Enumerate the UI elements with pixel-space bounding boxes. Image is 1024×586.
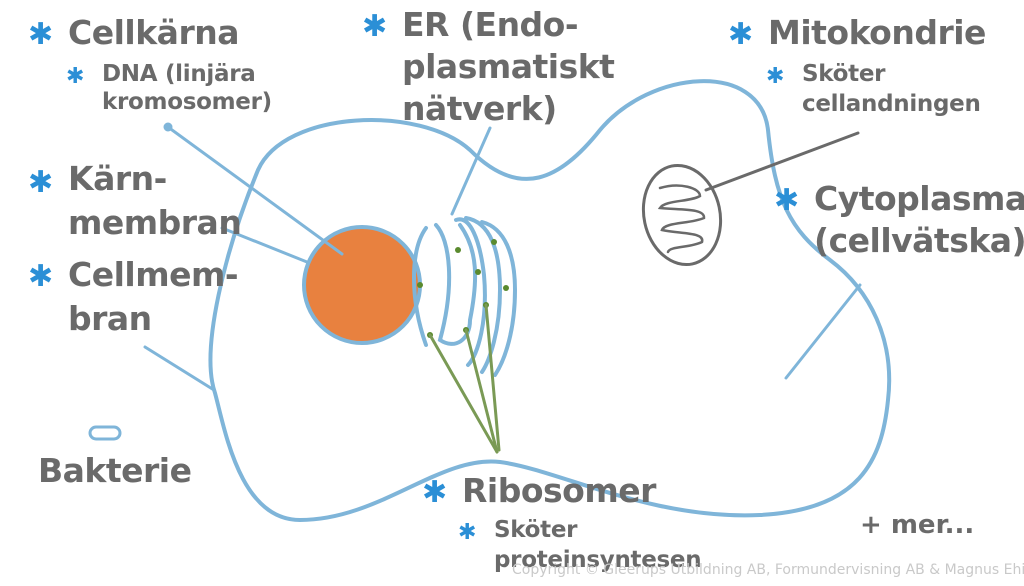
- nucleus-icon: [302, 225, 422, 345]
- asterisk-icon: ✱: [362, 9, 388, 44]
- ribosomer-title: Ribosomer: [462, 471, 656, 510]
- mitokondrie-sub-2: cellandningen: [802, 91, 981, 117]
- mitochondrion-pointer: [704, 131, 860, 192]
- mitokondrie-title: Mitokondrie: [768, 13, 986, 52]
- ribosomer-sub-1: Sköter: [494, 517, 578, 543]
- asterisk-icon: ✱: [28, 259, 54, 294]
- karnmembran-line-1: Kärn-: [68, 159, 167, 198]
- cellkarna-sub-1: DNA (linjära: [102, 61, 256, 87]
- copyright-text: Copyright © Gleerups Utbildning AB, Form…: [512, 562, 1024, 578]
- asterisk-icon: ✱: [66, 64, 85, 89]
- er-line-2: plasmatiskt: [402, 47, 615, 86]
- er-icon: [412, 216, 518, 377]
- label-pointers: [143, 122, 862, 392]
- asterisk-icon: ✱: [458, 520, 477, 545]
- cellkarna-title: Cellkärna: [68, 13, 239, 52]
- asterisk-icon: ✱: [766, 64, 785, 89]
- more-label: + mer...: [860, 510, 975, 540]
- cellmembran-line-1: Cellmem-: [68, 255, 239, 294]
- cytoplasma-line-1: Cytoplasma: [814, 179, 1024, 218]
- bacterium-icon: [88, 425, 122, 441]
- asterisk-icon: ✱: [28, 165, 54, 200]
- asterisk-icon: ✱: [28, 17, 54, 52]
- mitochondrion-icon: [641, 163, 723, 267]
- ribosome-pointers: [428, 303, 501, 454]
- mitokondrie-sub-1: Sköter: [802, 61, 886, 87]
- cell-membrane: [208, 79, 892, 522]
- asterisk-icon: ✱: [774, 183, 800, 218]
- karnmembran-line-2: membran: [68, 203, 242, 242]
- er-line-1: ER (Endo-: [402, 5, 579, 44]
- cellkarna-sub-2: kromosomer): [102, 89, 272, 115]
- ribosomer-sub-2: proteinsyntesen: [494, 547, 702, 573]
- asterisk-icon: ✱: [422, 475, 448, 510]
- asterisk-icon: ✱: [728, 17, 754, 52]
- cytoplasma-line-2: (cellvätska): [814, 221, 1024, 260]
- er-line-3: nätverk): [402, 89, 557, 128]
- cellmembran-line-2: bran: [68, 299, 152, 338]
- bakterie-title: Bakterie: [38, 451, 192, 490]
